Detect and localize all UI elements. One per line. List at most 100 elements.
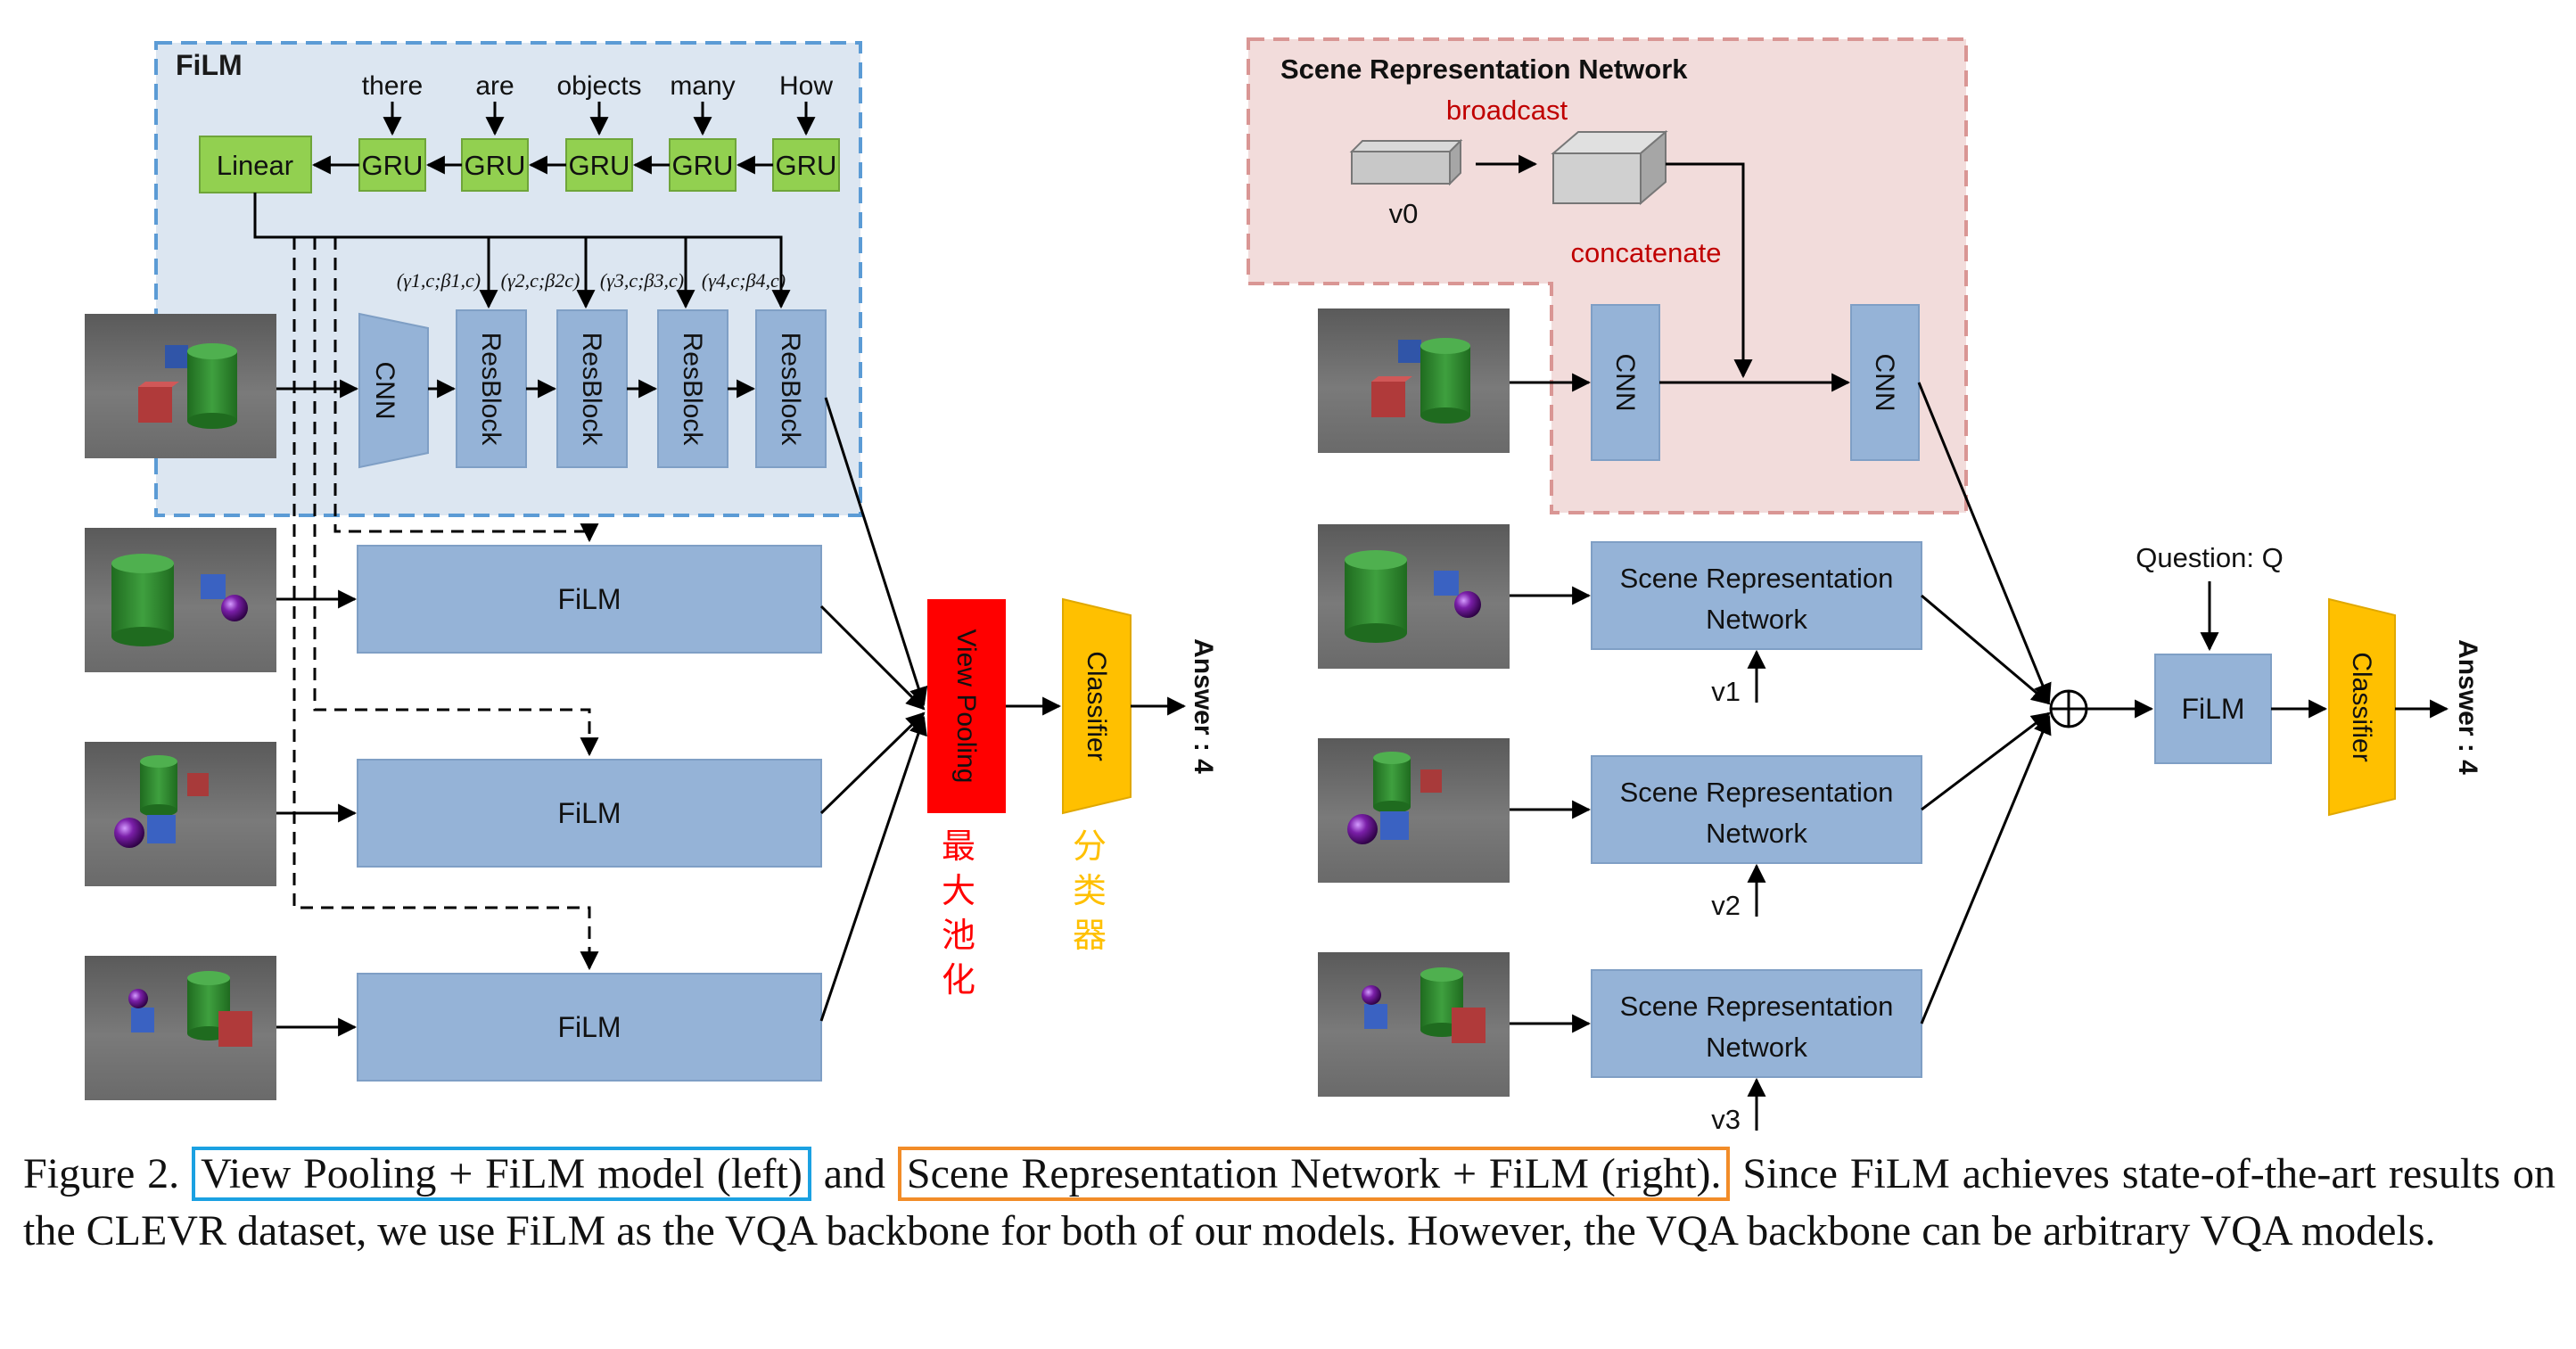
word-objects: objects [556, 71, 641, 101]
film-blocks: FiLM FiLM FiLM [357, 545, 822, 1082]
scene-image-1 [85, 314, 276, 458]
srn-block-line1: Scene Representation [1620, 777, 1894, 808]
gamma-beta-3: (γ3,c;β3,c) [600, 269, 684, 292]
scene-image-right-4 [1318, 952, 1510, 1097]
classifier-cn-char: 器 [1073, 917, 1107, 955]
view-pooling-cn-char: 大 [942, 873, 975, 910]
caption-prefix: Figure 2. [23, 1150, 180, 1197]
view-pooling-cn-char: 最 [942, 828, 975, 866]
srn-block-line2: Network [1706, 604, 1807, 635]
srn-block-line1: Scene Representation [1620, 563, 1894, 594]
srn-cnn-block [1591, 304, 1660, 461]
caption-rest: Since FiLM achieves state-of-the-art res… [23, 1150, 2556, 1254]
left-model: FiLM there are objects many How GRU [85, 41, 1218, 1100]
film-block [357, 759, 822, 868]
question-words: there are objects many How [362, 71, 834, 101]
scene-image-3 [85, 742, 276, 886]
classifier-cn-char: 分 [1073, 828, 1107, 866]
word-are: are [475, 71, 514, 101]
scene-image-4 [85, 956, 276, 1100]
resblock-label: ResBlock [678, 333, 707, 447]
srn-cnn-label: CNN [1870, 354, 1899, 412]
gru-label: GRU [672, 150, 734, 181]
cnn-label: CNN [370, 362, 399, 420]
view-pooling-cn-char: 池 [942, 917, 975, 955]
caption-right-box: Scene Representation Network + FiLM (rig… [897, 1147, 1731, 1201]
srn-cnn-label: CNN [1610, 354, 1640, 412]
film-block [357, 973, 822, 1082]
film-block-label: FiLM [557, 583, 621, 615]
srn-block-line1: Scene Representation [1620, 991, 1894, 1022]
gru-label: GRU [569, 150, 630, 181]
architecture-diagram: FiLM there are objects many How GRU [85, 37, 2482, 1135]
caption-and: and [823, 1150, 886, 1197]
view-label: v2 [1711, 890, 1741, 921]
gamma-beta-4: (γ4,c;β4,c) [702, 269, 786, 292]
resblock-row: ResBlock ResBlock ResBlock ResBlock [456, 309, 827, 468]
classifier-block [1062, 597, 1132, 815]
gru-block [358, 138, 426, 192]
gru-block [669, 138, 737, 192]
gru-label: GRU [465, 150, 526, 181]
srn-block [1591, 755, 1922, 864]
linear-label: Linear [217, 150, 293, 181]
gamma-beta-1: (γ1,c;β1,c) [397, 269, 481, 292]
film-block-label: FiLM [557, 797, 621, 829]
view-label: v3 [1711, 1104, 1741, 1135]
srn-panel-title: Scene Representation Network [1280, 53, 1688, 85]
scene-image-right-1 [1318, 308, 1510, 453]
scene-image-2 [85, 528, 276, 672]
resblock-label: ResBlock [776, 333, 805, 447]
scene-image-right-3 [1318, 738, 1510, 883]
concatenate-label: concatenate [1571, 237, 1722, 268]
caption-left-box: View Pooling + FiLM model (left) [192, 1147, 811, 1201]
right-classifier-block [2328, 597, 2396, 817]
classifier-label: Classifier [1082, 651, 1111, 761]
resblock [755, 309, 827, 468]
gru-block [565, 138, 633, 192]
gru-row: GRU GRU GRU GRU GRU Linear [199, 136, 840, 193]
right-film-block [2154, 654, 2272, 764]
gru-label: GRU [776, 150, 837, 181]
view-pooling-block [927, 599, 1006, 813]
linear-block [199, 136, 312, 193]
film-block-label: FiLM [557, 1011, 621, 1043]
gru-block [461, 138, 529, 192]
resblock [657, 309, 728, 468]
scene-image-right-2 [1318, 524, 1510, 669]
view-label: v1 [1711, 676, 1741, 707]
srn-block [1591, 541, 1922, 650]
film-panel-title: FiLM [176, 49, 243, 81]
gru-block [772, 138, 840, 192]
film-block [357, 545, 822, 654]
srn-block-line2: Network [1706, 1032, 1807, 1063]
sum-operator-icon [2049, 689, 2088, 728]
figure-caption: Figure 2. View Pooling + FiLM model (lef… [23, 1146, 2555, 1260]
resblock [456, 309, 527, 468]
question-label: Question: Q [2136, 542, 2283, 573]
v0-label: v0 [1389, 198, 1419, 229]
cnn-block [358, 312, 429, 469]
srn-cnn-block [1850, 304, 1920, 461]
srn-block-line2: Network [1706, 818, 1807, 849]
resblock [556, 309, 628, 468]
srn-blocks: Scene Representation Network Scene Repre… [1591, 541, 1922, 1078]
resblock-label: ResBlock [476, 333, 506, 447]
right-model: Scene Representation Network v0 broadcas… [1247, 37, 2482, 1135]
word-many: many [670, 71, 735, 101]
gru-label: GRU [362, 150, 424, 181]
right-classifier-label: Classifier [2347, 652, 2376, 761]
resblock-label: ResBlock [577, 333, 606, 447]
gamma-beta-2: (γ2,c;β2c) [501, 269, 580, 292]
right-film-label: FiLM [2181, 693, 2244, 725]
broadcast-label: broadcast [1446, 95, 1568, 126]
broadcast-cube [1551, 129, 1668, 206]
answer-label-right: Answer : 4 [2453, 639, 2482, 775]
word-how: How [779, 71, 833, 101]
view-pooling-label: View Pooling [951, 629, 981, 784]
answer-label-left: Answer : 4 [1189, 638, 1218, 774]
word-there: there [362, 71, 423, 101]
view-pooling-cn-char: 化 [942, 962, 975, 999]
classifier-cn-char: 类 [1073, 873, 1107, 910]
v0-box [1349, 138, 1463, 186]
